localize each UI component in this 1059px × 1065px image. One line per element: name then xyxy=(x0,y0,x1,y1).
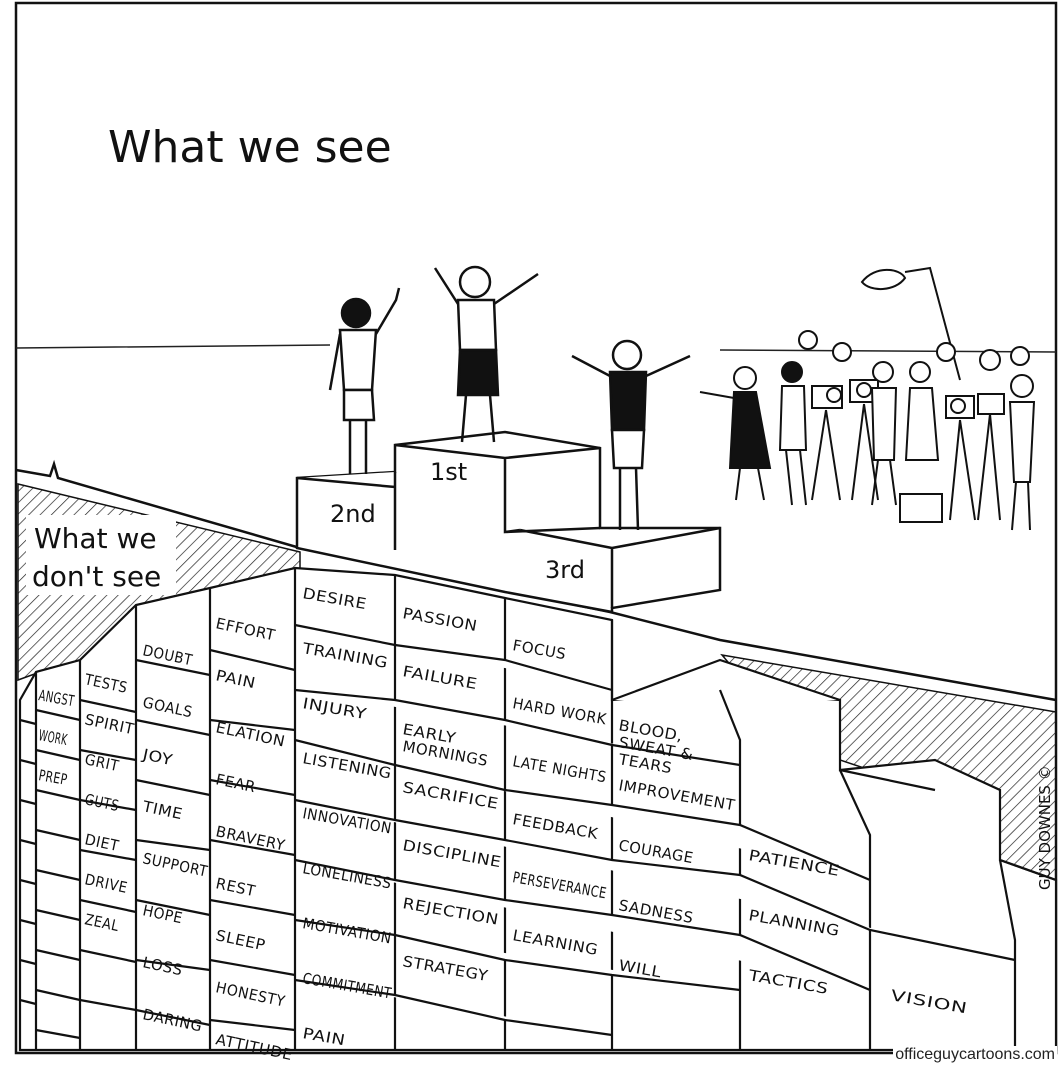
athlete-third xyxy=(571,339,691,531)
ground-line xyxy=(15,459,1057,702)
press-crowd xyxy=(699,266,1036,531)
podium-second-label: 2nd xyxy=(330,500,376,528)
artist-signature: GUY DOWNES © xyxy=(1036,765,1054,890)
podium-third-label: 3rd xyxy=(545,556,585,584)
step-word: PREP xyxy=(37,766,68,789)
underground-steps xyxy=(18,566,1058,1052)
podium xyxy=(295,430,722,614)
athlete-second xyxy=(328,287,401,474)
step-word: WORK xyxy=(37,726,69,749)
what-we-see-heading: What we see xyxy=(108,122,392,173)
credit-url: officeguycartoons.com xyxy=(893,1046,1057,1064)
podium-first-label: 1st xyxy=(430,458,467,486)
what-we-dont-see-line1: What we xyxy=(34,522,157,555)
what-we-dont-see-line2: don't see xyxy=(32,560,161,593)
horizon-line xyxy=(15,344,1057,353)
label-backdrop xyxy=(26,515,176,595)
athlete-first xyxy=(433,265,539,443)
